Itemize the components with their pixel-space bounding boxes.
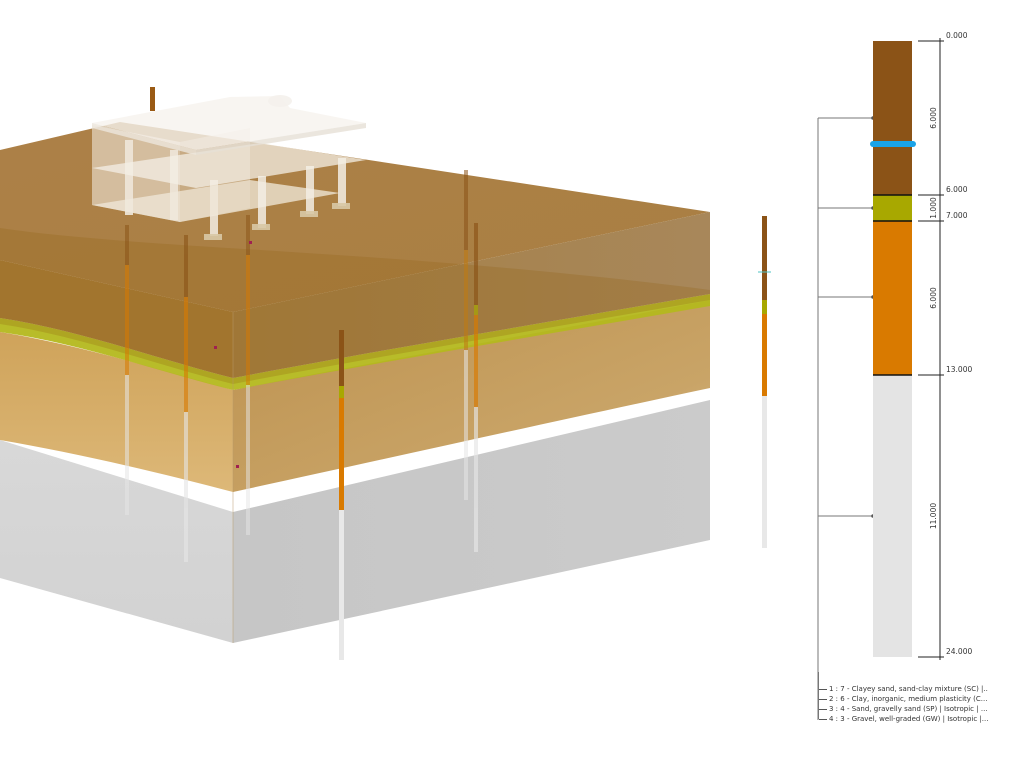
log-layer-3[interactable] bbox=[873, 221, 912, 375]
legend-item-2[interactable]: 2 : 6 - Clay, inorganic, medium plastici… bbox=[818, 694, 988, 704]
log-layer-4[interactable] bbox=[873, 375, 912, 657]
borehole-a[interactable] bbox=[339, 330, 344, 660]
depth-label: 6.000 bbox=[946, 185, 968, 194]
leader-lines bbox=[817, 117, 873, 720]
thickness-label: 11.000 bbox=[929, 503, 938, 529]
borehole-f[interactable] bbox=[184, 235, 188, 562]
depth-label: 0.000 bbox=[946, 31, 968, 40]
dimension-line bbox=[918, 38, 944, 660]
building-model[interactable] bbox=[92, 95, 366, 240]
log-layer-2[interactable] bbox=[873, 195, 912, 221]
boreholes-3d bbox=[125, 87, 771, 660]
borehole-b[interactable] bbox=[758, 216, 771, 548]
legend-trunk bbox=[818, 672, 819, 719]
marker-point bbox=[249, 241, 252, 244]
borehole-c[interactable] bbox=[464, 170, 468, 500]
depth-label: 7.000 bbox=[946, 211, 968, 220]
depth-label: 24.000 bbox=[946, 647, 972, 656]
borehole-e[interactable] bbox=[125, 225, 129, 515]
borehole-h[interactable] bbox=[150, 87, 155, 111]
thickness-label: 1.000 bbox=[929, 197, 938, 219]
layer-interface-shade bbox=[0, 228, 710, 384]
marker-point bbox=[236, 465, 239, 468]
legend-item-1[interactable]: 1 : 7 - Clayey sand, sand-clay mixture (… bbox=[818, 684, 988, 694]
legend-item-4[interactable]: 4 : 3 - Gravel, well-graded (GW) | Isotr… bbox=[818, 714, 988, 724]
brown-layer-left-face bbox=[0, 260, 233, 378]
thickness-label: 6.000 bbox=[929, 287, 938, 309]
brown-layer-right-face bbox=[233, 212, 710, 378]
gravel-layer-right-face bbox=[233, 400, 710, 643]
log-layer-1[interactable] bbox=[873, 41, 912, 195]
borehole-log-panel: 0.000 6.000 7.000 13.000 24.000 6.000 1.… bbox=[817, 31, 972, 720]
legend-item-3[interactable]: 3 : 4 - Sand, gravelly sand (SP) | Isotr… bbox=[818, 704, 988, 714]
clay-layer-band bbox=[0, 294, 710, 390]
borehole-d[interactable] bbox=[474, 223, 478, 552]
marker-point bbox=[214, 346, 217, 349]
sand-layer-right-face bbox=[233, 300, 710, 492]
depth-label: 13.000 bbox=[946, 365, 972, 374]
gravel-layer-left-face bbox=[0, 440, 233, 643]
sand-layer-left-face bbox=[0, 332, 233, 492]
borehole-g[interactable] bbox=[246, 215, 250, 535]
soil-legend: 1 : 7 - Clayey sand, sand-clay mixture (… bbox=[818, 672, 988, 724]
thickness-label: 6.000 bbox=[929, 107, 938, 129]
